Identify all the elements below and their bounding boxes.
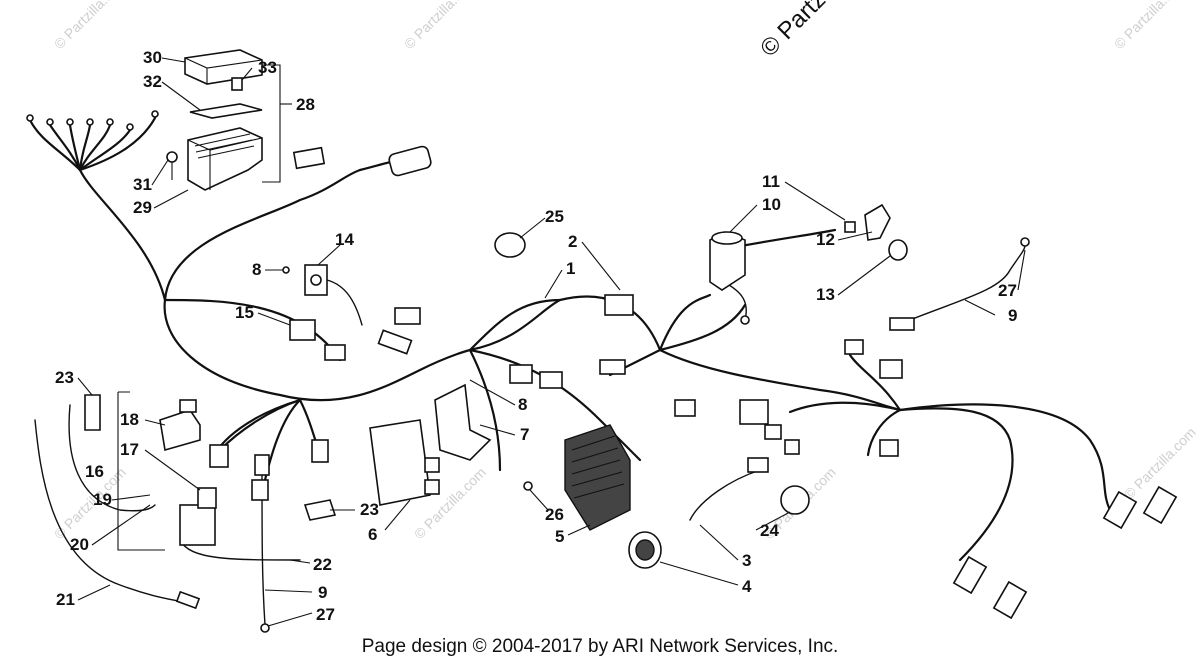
callout-27b: 27 xyxy=(316,605,335,624)
callout-19: 19 xyxy=(93,490,112,509)
callout-23: 23 xyxy=(55,368,74,387)
callout-6: 6 xyxy=(368,525,377,544)
harness-wires xyxy=(28,116,1112,626)
callout-25: 25 xyxy=(545,207,564,226)
callout-24: 24 xyxy=(760,521,779,540)
callout-12: 12 xyxy=(816,230,835,249)
callout-1: 1 xyxy=(566,259,575,278)
callout-27: 27 xyxy=(998,281,1017,300)
callout-7: 7 xyxy=(520,425,529,444)
callout-5: 5 xyxy=(555,527,564,546)
components xyxy=(26,110,1178,633)
callout-21: 21 xyxy=(56,590,75,609)
callout-32: 32 xyxy=(143,72,162,91)
callout-9b: 9 xyxy=(318,583,327,602)
callout-leaders xyxy=(77,57,1026,627)
callout-33: 33 xyxy=(258,58,277,77)
watermark: © Partzilla.com xyxy=(51,0,129,52)
callout-labels: 30 32 33 28 31 29 14 8 15 25 2 1 11 10 1… xyxy=(55,48,1017,624)
callout-15: 15 xyxy=(235,303,254,322)
fuse-box-assembly xyxy=(166,49,292,191)
callout-29: 29 xyxy=(133,198,152,217)
callout-10: 10 xyxy=(762,195,781,214)
callout-17: 17 xyxy=(120,440,139,459)
callout-16: 16 xyxy=(85,462,104,481)
callout-8b: 8 xyxy=(518,395,527,414)
callout-11: 11 xyxy=(762,172,780,191)
callout-2: 2 xyxy=(568,232,577,251)
callout-28: 28 xyxy=(296,95,315,114)
watermark: © Partzilla.com xyxy=(1111,0,1189,52)
callout-9: 9 xyxy=(1008,306,1017,325)
callout-30: 30 xyxy=(143,48,162,67)
callout-4: 4 xyxy=(742,577,752,596)
callout-18: 18 xyxy=(120,410,139,429)
callout-14: 14 xyxy=(335,230,354,249)
callout-31: 31 xyxy=(133,175,152,194)
callout-20: 20 xyxy=(70,535,89,554)
callout-23b: 23 xyxy=(360,500,379,519)
watermark-large: © Partz xyxy=(755,0,831,62)
callout-26: 26 xyxy=(545,505,564,524)
page-footer: Page design © 2004-2017 by ARI Network S… xyxy=(361,636,839,657)
callout-22: 22 xyxy=(313,555,332,574)
watermark: © Partzilla.com xyxy=(401,0,479,52)
callout-8: 8 xyxy=(252,260,261,279)
callout-13: 13 xyxy=(816,285,835,304)
callout-3: 3 xyxy=(742,551,751,570)
